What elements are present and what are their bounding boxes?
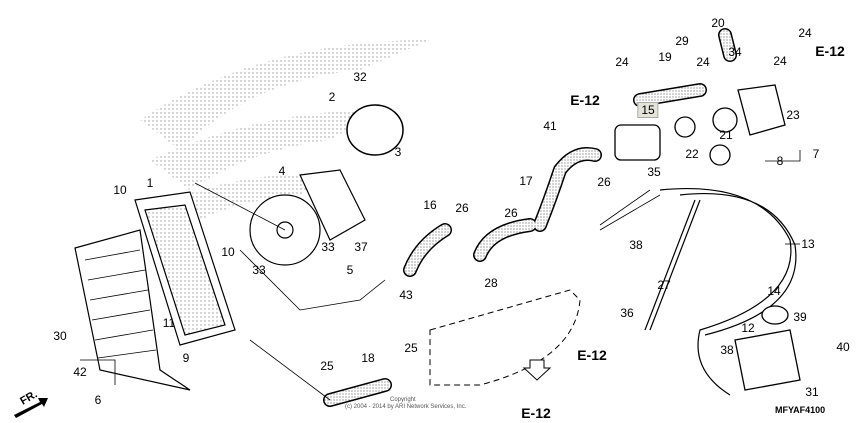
callout-42[interactable]: 42 — [73, 365, 87, 379]
front-arrow — [14, 398, 48, 418]
callout-24[interactable]: 24 — [615, 55, 629, 69]
copyright-notice: Copyright (c) 2004 - 2014 by ARI Network… — [345, 397, 466, 410]
callout-36[interactable]: 36 — [620, 306, 634, 320]
diagram-code: MFYAF4100 — [775, 405, 826, 415]
callout-41[interactable]: 41 — [543, 119, 557, 133]
callout-3[interactable]: 3 — [394, 145, 402, 159]
callout-27[interactable]: 27 — [657, 278, 671, 292]
copyright-line-2: (c) 2004 - 2014 by ARI Network Services,… — [345, 403, 467, 410]
callout-9[interactable]: 9 — [182, 351, 190, 365]
callout-43[interactable]: 43 — [399, 288, 413, 302]
callout-22[interactable]: 22 — [685, 147, 699, 161]
callout-25[interactable]: 25 — [320, 359, 334, 373]
callout-10[interactable]: 10 — [221, 245, 235, 259]
reference-e12[interactable]: E-12 — [570, 92, 600, 108]
callout-8[interactable]: 8 — [776, 154, 784, 168]
callout-7[interactable]: 7 — [812, 147, 820, 161]
callout-37[interactable]: 37 — [354, 240, 368, 254]
radiator-shroud — [74, 229, 191, 391]
callout-38[interactable]: 38 — [720, 343, 734, 357]
callout-1[interactable]: 1 — [146, 176, 154, 190]
callout-14[interactable]: 14 — [767, 284, 781, 298]
wing-logo-watermark — [140, 40, 430, 220]
callout-26[interactable]: 26 — [455, 201, 469, 215]
callout-31[interactable]: 31 — [805, 385, 819, 399]
callout-2[interactable]: 2 — [328, 90, 336, 104]
callout-24[interactable]: 24 — [696, 55, 710, 69]
callout-12[interactable]: 12 — [741, 321, 755, 335]
callout-30[interactable]: 30 — [53, 329, 67, 343]
radiator — [134, 191, 236, 346]
callout-21[interactable]: 21 — [719, 128, 733, 142]
callout-5[interactable]: 5 — [346, 263, 354, 277]
callout-38[interactable]: 38 — [629, 238, 643, 252]
callout-23[interactable]: 23 — [786, 108, 800, 122]
callout-10[interactable]: 10 — [113, 183, 127, 197]
callout-32[interactable]: 32 — [353, 70, 367, 84]
reference-e12[interactable]: E-12 — [577, 347, 607, 363]
callout-28[interactable]: 28 — [484, 276, 498, 290]
fan-cover — [346, 104, 404, 156]
callout-16[interactable]: 16 — [423, 198, 437, 212]
reserve-tank — [734, 305, 801, 391]
thermostat-housing — [614, 84, 786, 166]
callout-15-highlighted[interactable]: 15 — [637, 102, 659, 118]
callout-19[interactable]: 19 — [658, 50, 672, 64]
reference-e12[interactable]: E-12 — [815, 43, 845, 59]
hoses-fill — [324, 29, 736, 406]
reference-e12[interactable]: E-12 — [521, 405, 551, 421]
reserve-tank-tubes — [644, 187, 797, 396]
callout-4[interactable]: 4 — [278, 164, 286, 178]
callout-35[interactable]: 35 — [647, 165, 661, 179]
callout-33[interactable]: 33 — [252, 263, 266, 277]
callout-24[interactable]: 24 — [798, 26, 812, 40]
callout-24[interactable]: 24 — [773, 54, 787, 68]
down-arrow — [522, 359, 552, 381]
callout-40[interactable]: 40 — [836, 340, 850, 354]
callout-17[interactable]: 17 — [519, 174, 533, 188]
callout-18[interactable]: 18 — [361, 351, 375, 365]
callout-33[interactable]: 33 — [321, 240, 335, 254]
callout-25[interactable]: 25 — [404, 341, 418, 355]
callout-26[interactable]: 26 — [597, 175, 611, 189]
callout-39[interactable]: 39 — [793, 310, 807, 324]
dashed-outline — [429, 289, 581, 386]
callout-26[interactable]: 26 — [504, 206, 518, 220]
callout-29[interactable]: 29 — [675, 34, 689, 48]
callout-34[interactable]: 34 — [728, 45, 742, 59]
callout-11[interactable]: 11 — [162, 316, 176, 330]
callout-13[interactable]: 13 — [801, 237, 815, 251]
copyright-line-1: Copyright — [390, 397, 416, 403]
callout-6[interactable]: 6 — [94, 393, 102, 407]
callout-20[interactable]: 20 — [711, 16, 725, 30]
leader-lines — [80, 150, 801, 401]
